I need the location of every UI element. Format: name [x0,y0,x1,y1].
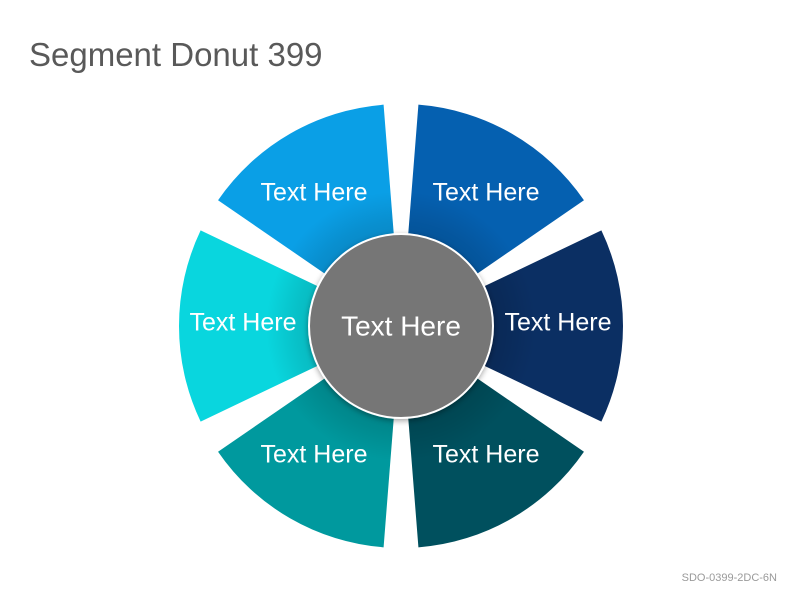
page-title: Segment Donut 399 [29,36,323,73]
segment-label: Text Here [433,441,540,469]
donut-segment: Text Here [407,370,584,548]
segment-shade [407,370,584,548]
donut-center: Text Here [308,233,494,419]
donut-segment: Text Here [218,370,395,548]
segment-label: Text Here [433,179,540,207]
segment-shade [218,370,395,548]
segment-label: Text Here [190,309,297,337]
center-circle [308,233,494,419]
segment-label: Text Here [261,441,368,469]
center-label: Text Here [341,310,461,341]
footer-code: SDO-0399-2DC-6N [681,572,777,584]
donut-segment: Text Here [178,230,331,422]
donut-segment: Text Here [471,230,624,422]
segment-shade [471,230,624,422]
segment-shade [178,230,331,422]
segment-label: Text Here [261,179,368,207]
segment-shade [218,104,395,282]
segment-label: Text Here [505,309,612,337]
donut-segment: Text Here [407,104,584,282]
segment-shade [407,104,584,282]
donut-segment: Text Here [218,104,395,282]
